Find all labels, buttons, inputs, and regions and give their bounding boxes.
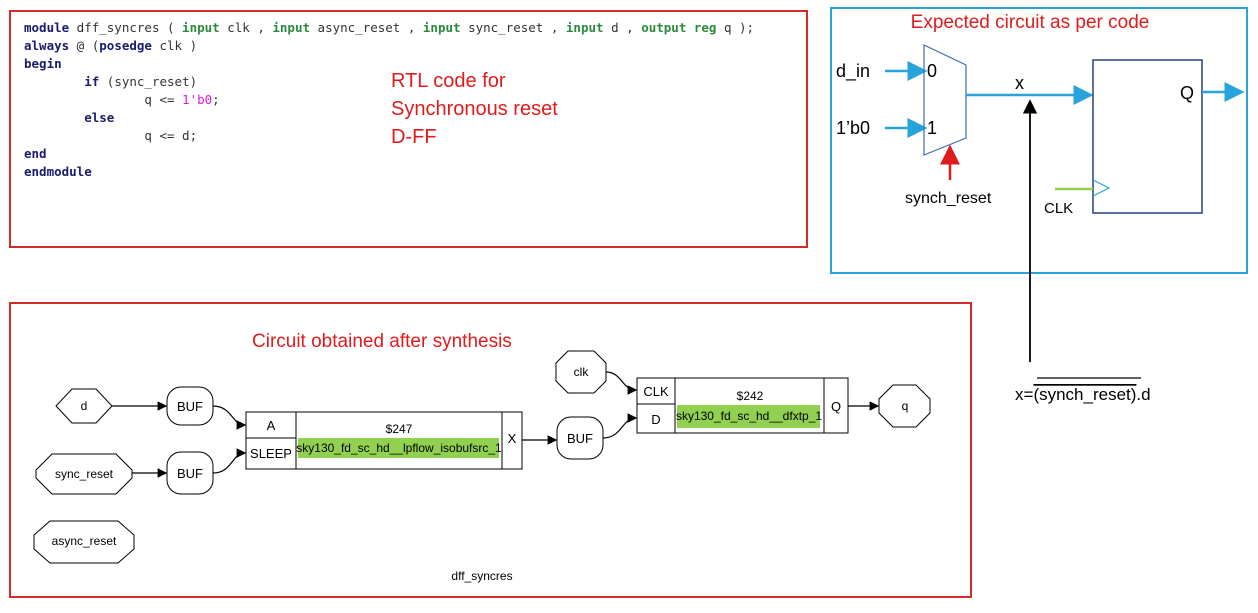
rtl-title: RTL code for Synchronous reset D-FF <box>391 70 558 148</box>
buf-2-label: BUF <box>177 466 203 481</box>
wire-buf2-sleep <box>212 448 247 474</box>
cell2-name-highlight <box>677 405 820 428</box>
rtl-code-panel: module dff_syncres ( input clk , input a… <box>9 10 808 248</box>
cell2-pin-q: Q <box>831 399 841 414</box>
expected-circuit-panel <box>830 7 1248 274</box>
d-in-label: d_in <box>836 61 870 82</box>
buf-1-label: BUF <box>177 399 203 414</box>
x-label: x <box>1015 73 1024 93</box>
cell1-pin-a: A <box>267 418 276 433</box>
port-async-reset <box>33 520 135 564</box>
buf-3-label: BUF <box>567 431 593 446</box>
cell2-pin-clk: CLK <box>643 384 669 399</box>
port-d <box>55 388 113 424</box>
port-clk-label: clk <box>574 365 590 379</box>
x-equation: x=(synch_reset).d <box>1015 385 1151 404</box>
mux-shape <box>923 44 967 156</box>
cell2-pin-d: D <box>651 412 660 427</box>
dff-q-label: Q <box>1180 83 1194 103</box>
port-q-label: q <box>902 399 909 413</box>
cell1-name: sky130_fd_sc_hd__lpflow_isobufsrc_1 <box>296 441 502 455</box>
synthesis-title: Circuit obtained after synthesis <box>252 331 512 352</box>
port-sync-reset <box>35 453 133 495</box>
clk-label: CLK <box>1044 200 1073 217</box>
port-sync-reset-label: sync_reset <box>55 467 114 481</box>
port-clk <box>555 350 607 394</box>
port-d-label: d <box>81 399 88 413</box>
verilog-code: module dff_syncres ( input clk , input a… <box>24 20 755 179</box>
cell1-id: $247 <box>386 422 413 436</box>
synch-reset-label: synch_reset <box>905 190 992 207</box>
expected-title: Expected circuit as per code <box>911 12 1150 33</box>
clk-triangle <box>1092 179 1111 197</box>
module-name-label: dff_syncres <box>451 569 512 583</box>
mux-in0-label: 0 <box>927 61 937 81</box>
port-async-reset-label: async_reset <box>52 534 117 548</box>
mux-in1-label: 1 <box>927 118 937 138</box>
cell2-name: sky130_fd_sc_hd__dfxtp_1 <box>676 409 822 423</box>
wire-buf3-d <box>602 413 638 439</box>
synthesis-panel <box>9 302 972 598</box>
b0-label: 1’b0 <box>836 118 870 138</box>
cell1-pin-sleep: SLEEP <box>250 446 292 461</box>
dff-box <box>1092 59 1203 214</box>
wire-clk <box>605 371 638 395</box>
cell1-name-highlight <box>298 438 499 458</box>
cell2-id: $242 <box>737 389 764 403</box>
wire-buf1-a <box>212 405 247 430</box>
cell1-pin-x: X <box>508 431 517 446</box>
port-q <box>878 384 931 428</box>
